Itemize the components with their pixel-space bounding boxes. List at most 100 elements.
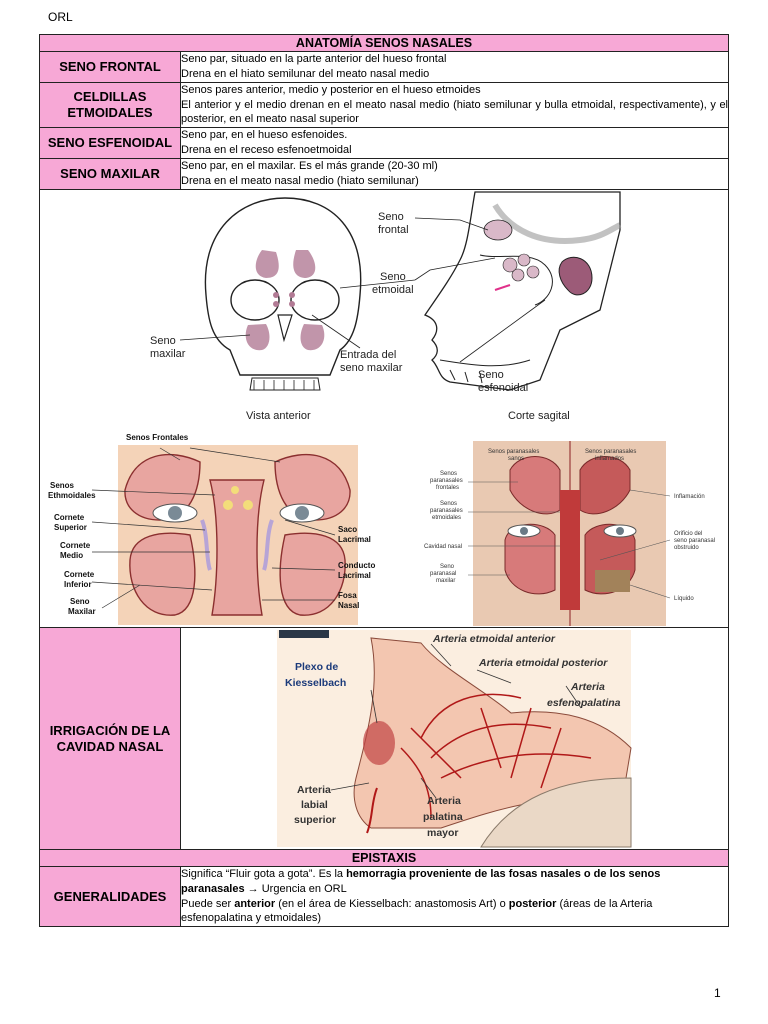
label-arteria-labial: labial [301,799,328,811]
label-line: CELDILLAS [73,89,147,104]
face-sinuses-illustration [118,445,358,625]
label-plexo-kiesselbach: Kiesselbach [285,677,346,689]
figure3-leaders [468,481,671,599]
skull-anterior-illustration [204,197,362,391]
label-senos-etmoidales: Ethmoidales [48,491,96,500]
label-orificio: Orificio del [674,531,702,537]
label-conducto-lacrimal: Conducto [338,561,375,570]
sinus-figures-cell: Seno frontal Seno etmoidal Seno maxilar … [38,189,730,628]
label-frontales: Senos [440,471,457,477]
desc-line: El anterior y el medio drenan en el meat… [181,98,729,126]
label-col-inflamados: inflamados [595,456,624,462]
desc-line: Drena en el hiato semilunar del meato na… [181,68,430,80]
label-entrada-fig: seno maxilar [340,362,403,374]
gen-line-4: esfenopalatina y etmoidales) [181,912,322,925]
label-maxilar: paranasal [430,571,456,577]
sphenoid-sinus [558,256,593,296]
label-orificio: obstruido [674,545,699,551]
label-senos-frontales: Senos Frontales [126,433,189,442]
label-cornete-superior: Superior [54,523,87,532]
label-cavidad-nasal: Cavidad nasal [424,544,462,550]
anatomy-table: ANATOMÍA SENOS NASALES SENO FRONTAL Seno… [38,34,730,927]
label-seno-maxilar-face: Maxilar [68,607,96,616]
label-arteria-palatina: mayor [427,827,459,839]
label-cornete-medio: Cornete [60,541,91,550]
skull-sagittal-illustration [424,191,622,391]
label-line: ETMOIDALES [67,105,153,120]
label-saco-lacrimal: Saco [338,525,357,534]
arrow-icon: → [244,882,262,895]
label-arteria-esfenopalatina: Arteria [570,681,605,693]
label-irrigacion: IRRIGACIÓN DE LA CAVIDAD NASAL [39,627,181,850]
label-col-sanos: sanos [508,456,524,462]
figure1-labels: Seno frontal Seno etmoidal Seno maxilar … [150,211,570,422]
label-seno-etmoidal-fig: etmoidal [372,284,414,296]
label-cornete-superior: Cornete [54,513,85,522]
label-cornete-inferior: Inferior [64,580,92,589]
desc-line: Drena en el meato nasal medio (hiato sem… [181,175,419,187]
label-seno-frontal: SENO FRONTAL [39,51,181,83]
desc-seno-esfenoidal: Seno par, en el hueso esfenoides. Drena … [179,127,730,159]
label-fosa-nasal: Fosa [338,591,357,600]
label-cornete-medio: Medio [60,551,83,560]
label-maxilar: Seno [440,564,455,570]
desc-line: Seno par, en el hueso esfenoides. [181,129,348,142]
gen-line-1: Significa “Fluir gota a gota”. Es la hem… [181,868,661,881]
label-seno-maxilar-face: Seno [70,597,90,606]
label-cornete-inferior: Cornete [64,570,95,579]
label-arteria-labial: Arteria [297,784,331,796]
label-col-sanos: Senos paranasales [488,449,539,455]
label-seno-frontal-fig: Seno [378,211,404,223]
page-number: 1 [714,986,721,1000]
desc-seno-maxilar: Seno par, en el maxilar. Es el más grand… [179,158,730,190]
page-header: ORL [48,10,73,24]
label-frontales: paranasales [430,478,463,484]
label-orificio: seno paranasal [674,538,715,544]
label-frontales: frontales [436,485,459,491]
irrigacion-figure-cell: Plexo de Kiesselbach Arteria etmoidal an… [179,627,730,850]
label-conducto-lacrimal: Lacrimal [338,571,371,580]
label-seno-maxilar-fig: Seno [150,335,176,347]
kiesselbach-plexus [363,721,395,765]
label-arteria-palatina: Arteria [427,795,461,807]
label-line: IRRIGACIÓN DE LA [49,722,171,738]
maxillary-sinus-right [300,324,325,351]
desc-line: Seno par, situado en la parte anterior d… [181,53,447,66]
caption-vista-anterior: Vista anterior [246,410,311,422]
label-seno-esfenoidal: SENO ESFENOIDAL [39,127,181,159]
label-seno-etmoidal-fig: Seno [380,271,406,283]
figure3-labels: Senos paranasales sanos Senos paranasale… [424,449,715,602]
figure4-leaders [330,643,582,799]
frontal-sinus-left [255,250,279,278]
label-col-inflamados: Senos paranasales [585,449,636,455]
label-etmoidales: Senos [440,501,457,507]
desc-generalidades: Significa “Fluir gota a gota”. Es la hem… [179,866,730,927]
label-arteria-etmoidal-anterior: Arteria etmoidal anterior [432,633,556,645]
label-etmoidales: etmoidales [432,515,461,521]
label-plexo-kiesselbach: Plexo de [295,661,338,673]
label-maxilar: maxilar [436,578,455,584]
figure2-leaders [91,447,336,609]
nasal-arteries-figure: Plexo de Kiesselbach Arteria etmoidal an… [277,630,632,848]
desc-line: Seno par, en el maxilar. Es el más grand… [181,160,438,173]
section-title-anatomy: ANATOMÍA SENOS NASALES [38,34,730,52]
label-senos-etmoidales: Senos [50,481,75,490]
label-seno-maxilar: SENO MAXILAR [39,158,181,190]
label-arteria-palatina: palatina [423,811,463,823]
figure2-labels: Senos Frontales Senos Ethmoidales Cornet… [48,433,375,616]
label-liquido: Líquido [674,596,694,602]
label-saco-lacrimal: Lacrimal [338,535,371,544]
label-inflamacion: Inflamación [674,494,705,500]
label-fosa-nasal: Nasal [338,601,359,610]
desc-celdillas-etmoidales: Senos pares anterior, medio y posterior … [179,82,730,128]
sinuses-comparison-illustration [473,441,666,626]
label-seno-frontal-fig: frontal [378,224,409,236]
figure4-labels: Plexo de Kiesselbach Arteria etmoidal an… [285,633,621,839]
figure1-leaders [179,217,546,363]
label-generalidades: GENERALIDADES [39,866,181,927]
maxillary-sinus-left [245,324,270,351]
label-arteria-esfenopalatina: esfenopalatina [547,697,621,709]
gen-line-3: Puede ser anterior (en el área de Kiesse… [181,897,653,910]
label-entrada-fig: Entrada del [340,349,396,361]
label-celdillas-etmoidales: CELDILLAS ETMOIDALES [39,82,181,128]
